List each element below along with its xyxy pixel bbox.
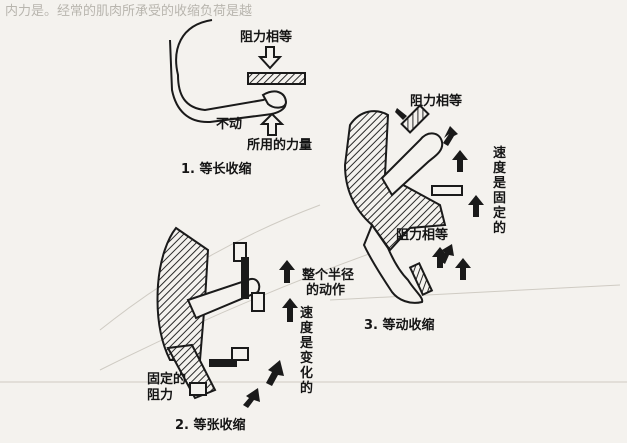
panel1-caption: 1. 等长收缩 [181,162,252,177]
panel3-resistance-pad-mid [431,185,463,196]
panel3-arrow-2 [468,195,484,217]
panel2-arrow-4 [243,388,260,408]
panel2-fixed-label-line1: 固定的 [147,372,187,387]
panel3-resistance-top-label: 阻力相等 [410,94,463,109]
top-fragment-text: 内力是。经常的肌肉所承受的收缩负荷是越 [5,4,253,19]
panel1-arrow-down [257,46,283,70]
panel3-arrow-3 [443,126,458,146]
panel1-arm [169,19,288,124]
panel2-arrow-2 [282,298,298,322]
panel3-arrow-6 [455,258,471,280]
panel3-speed-label: 速度是固定的 [493,146,507,236]
background-bleed [0,204,627,383]
panel3-arrow-4 [432,247,448,268]
panel3-lower-leg-lowered [362,222,424,304]
panel3-lower-leg-raised [380,132,444,197]
panel2-velocity-arrows [243,260,298,408]
panel3-arrow-5 [440,244,454,264]
panel3-caption: 3. 等动收缩 [364,318,435,333]
panel2-caption: 2. 等张收缩 [175,418,246,433]
panel1-resistance-label: 阻力相等 [240,30,293,45]
panel2-arrow-3 [266,360,284,386]
panel2-dumbbell-top [233,242,265,312]
panel2-speed-label: 速度是变化的 [300,306,314,396]
panel3-arrow-1 [452,150,468,172]
panel3-radius-label-line1: 整个半径 [302,268,355,283]
panel2-arrow-1 [279,260,295,283]
panel3-resistance-mid-label: 阻力相等 [396,228,449,243]
panel2-upper-arm [156,226,210,361]
panel1-force-label: 所用的力量 [247,138,313,153]
panel2-fixed-label-line2: 阻力 [147,388,174,403]
panel3-radius-label-line2: 的动作 [306,283,346,298]
panel1-arrow-up [259,112,285,136]
panel2-dumbbell-bottom [189,347,249,396]
panel3-resistance-pad-top [395,104,430,134]
panel1-static-label: 不动 [216,117,243,132]
panel1-resistance-bar [247,72,306,85]
panel3-velocity-arrows [432,126,484,280]
panel3-resistance-pad-low [408,261,434,297]
